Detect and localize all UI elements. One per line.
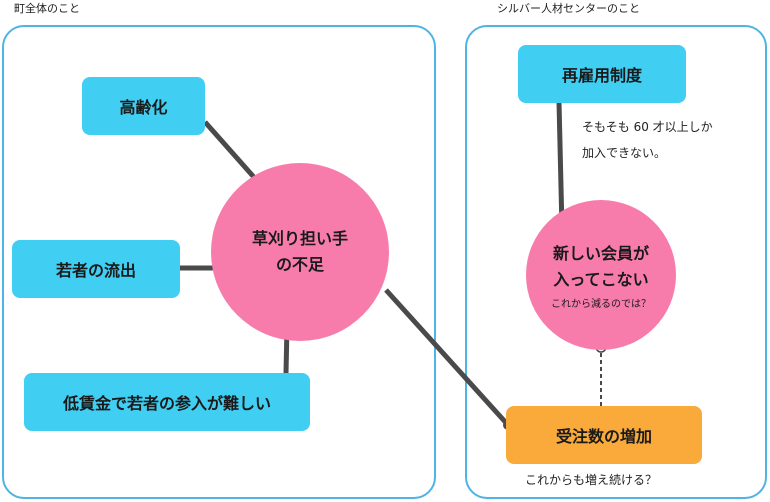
node-new-members-sub: これから減るのでは？ — [551, 298, 651, 310]
node-low-wage: 低賃金で若者の参入が難しい — [24, 373, 310, 431]
left-section-title: 町全体のこと — [14, 2, 80, 15]
node-new-members: 新しい会員が 入ってこない これから減るのでは？ — [526, 200, 676, 350]
node-shortage-label: 草刈り担い手 の不足 — [251, 229, 348, 274]
note-orders-question: これからも増え続ける？ — [525, 473, 658, 487]
connector-shortage-orders — [384, 288, 510, 427]
node-new-members-label: 新しい会員が 入ってこない — [552, 243, 649, 289]
node-orders: 受注数の増加 — [506, 406, 702, 464]
note-age-limit: そもそも 60 才以上しか 加入できない。 — [582, 120, 713, 160]
node-reemployment: 再雇用制度 — [518, 45, 686, 103]
connector-reemployment-members — [556, 101, 565, 230]
node-aging: 高齢化 — [82, 77, 205, 135]
right-section-title: シルバー人材センターのこと — [497, 2, 640, 15]
connector-aging-shortage — [203, 120, 262, 186]
node-youth-outflow: 若者の流出 — [12, 240, 180, 298]
node-shortage: 草刈り担い手 の不足 — [211, 163, 389, 341]
